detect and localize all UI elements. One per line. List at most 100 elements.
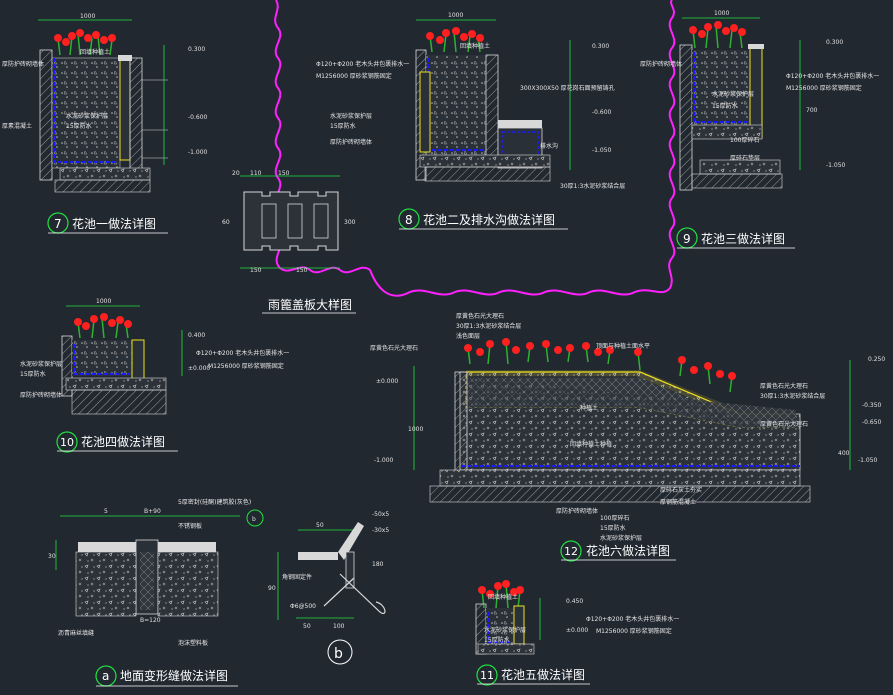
d9-number: 9 bbox=[683, 232, 691, 246]
d7-elev-top: 0.300 bbox=[188, 46, 205, 53]
db-dim-90: 90 bbox=[268, 585, 276, 592]
d12-elev-right-bot: -1.050 bbox=[858, 457, 878, 464]
d10-note-coat: 水泥砂浆保护层 bbox=[20, 360, 62, 368]
d10-elev-zero: ±0.000 bbox=[188, 365, 210, 372]
d12-note-plant: 顶面与种植土面水平 bbox=[596, 342, 650, 350]
da-note-filler: 沥青麻丝填缝 bbox=[58, 629, 94, 637]
d9-note-brick: 厚防护砖砌墙体 bbox=[640, 60, 682, 68]
d12-note-brick: 厚防护砖砌墙体 bbox=[556, 507, 598, 515]
d7-note-soil: 回填种植土 bbox=[80, 48, 110, 56]
d12-title: 花池六做法详图 bbox=[586, 543, 670, 558]
d7-number: 7 bbox=[54, 217, 62, 231]
db-dim-50x5: -50x5 bbox=[372, 511, 389, 518]
grate-dim-150-bottom2: 150 bbox=[296, 267, 308, 274]
d11-plants bbox=[478, 580, 524, 609]
d12-note-mortar-right: 30厚1:3水泥砂浆结合层 bbox=[760, 392, 825, 400]
d12-note-shallow: 浅色面层 bbox=[456, 332, 480, 340]
grate-dim-110: 110 bbox=[250, 170, 262, 177]
d8-note-grate: 300X300X50 厚花岗石面预留铸孔 bbox=[520, 84, 615, 92]
d9-dim-700: 700 bbox=[806, 107, 818, 114]
d12-number: 12 bbox=[564, 545, 578, 558]
d12-elev-zero: ±0.000 bbox=[376, 378, 398, 385]
d9-title: 花池三做法详图 bbox=[701, 231, 785, 246]
d11-note-layer: 15厚防水 bbox=[484, 636, 510, 644]
d12-note-prot: 厚钢筋混凝土 bbox=[660, 498, 696, 506]
d11-note-soil: 回填种植土 bbox=[488, 593, 518, 601]
db-dim-180: 180 bbox=[372, 561, 384, 568]
d10-plants bbox=[74, 313, 132, 339]
detail-12: 厚黄色石光大理石 ±0.000 1000 -1.000 0.250 -0.350… bbox=[370, 312, 885, 562]
db-dim-30x5: -30x5 bbox=[372, 527, 389, 534]
d9-note-chamfer: M1256000 厚砂浆钢筋固定 bbox=[786, 84, 862, 92]
d12-note-mortar: 30厚1:3水泥砂浆结合层 bbox=[456, 322, 521, 330]
da-number: a bbox=[102, 669, 109, 683]
d9-note-sand: 100厚碎石 bbox=[730, 136, 759, 144]
d12-note-stone-right2: 厚黄色石光大理石 bbox=[760, 420, 808, 428]
d12-note-layer: 15厚防水 bbox=[600, 524, 626, 532]
d10-note-layer: 15厚防水 bbox=[20, 370, 46, 378]
d8-elev-top: 0.300 bbox=[592, 43, 609, 50]
d10-number: 10 bbox=[60, 436, 74, 449]
db-note-anchor: Φ6@500 bbox=[290, 603, 316, 610]
d12-elev-right-mid2: -0.650 bbox=[862, 419, 882, 426]
da-dim-30: 30 bbox=[48, 553, 56, 560]
detail-8: 1000 0.300 -0.600 -1.050 Φ120+Φ200 老木头井包… bbox=[316, 12, 625, 230]
d11-note-coat: 水泥砂浆保护层 bbox=[484, 626, 526, 634]
d10-elev-top: 0.400 bbox=[188, 332, 205, 339]
detail-b: 50 -50x5 -30x5 90 50 100 180 角钢固定件 Φ6@50… bbox=[268, 511, 389, 665]
d12-note-sand: 100厚碎石 bbox=[600, 514, 629, 522]
da-dim-b120: B=120 bbox=[140, 617, 161, 624]
d11-elev-top: 0.450 bbox=[566, 598, 583, 605]
d11-elev-zero: ±0.000 bbox=[566, 627, 588, 634]
d7-elev-mid: -0.600 bbox=[188, 114, 208, 121]
da-note-sealant: 5厚密封(硅酮)建筑胶(灰色) bbox=[178, 498, 251, 506]
grate-dim-300: 300 bbox=[344, 219, 356, 226]
d8-note-brick: 厚防护砖砌墙体 bbox=[330, 138, 372, 146]
d12-elev-right-mid: -0.350 bbox=[862, 402, 882, 409]
d9-note-gravel: 厚碎石垫层 bbox=[730, 154, 760, 162]
d8-note-mortar: 30厚1:3水泥砂浆结合层 bbox=[560, 182, 625, 190]
d7-plants bbox=[54, 29, 116, 56]
d8-title: 花池二及排水沟做法详图 bbox=[423, 212, 555, 227]
db-number: b bbox=[334, 646, 343, 662]
db-dim-50-bot: 50 bbox=[303, 623, 311, 630]
d12-plants bbox=[464, 338, 736, 393]
detail-7: 1000 0.300 -0.600 -1.000 厚防护砖砌墙体 厚素混凝土 回… bbox=[2, 13, 208, 234]
grate-dim-150: 150 bbox=[278, 170, 290, 177]
d8-elev-mid: -0.600 bbox=[592, 109, 612, 116]
db-dim-50: 50 bbox=[316, 522, 324, 529]
d7-note-layer: 15厚防水 bbox=[66, 122, 92, 130]
d9-note-layer: 15厚防水 bbox=[712, 102, 738, 110]
d8-plants bbox=[426, 27, 484, 53]
grate-dim-60: 60 bbox=[222, 219, 230, 226]
grate-detail: 20 110 150 150 150 60 300 雨篦盖板大样图 bbox=[222, 170, 356, 314]
d10-width-dim: 1000 bbox=[96, 298, 111, 305]
d11-note-pipe: Φ120+Φ200 老木头井包裹排水一 bbox=[586, 615, 679, 623]
d11-note-chamfer: M1256000 厚砂浆钢筋固定 bbox=[596, 627, 672, 635]
d8-note-soil: 回填种植土 bbox=[460, 42, 490, 50]
detail-10: 1000 0.400 ±0.000 Φ120+Φ200 老木头井包裹排水一 M1… bbox=[20, 298, 289, 453]
d8-elev-bot: -1.050 bbox=[592, 147, 612, 154]
d8-note-drain: 排水沟 bbox=[540, 142, 558, 150]
d8-note-chamfer: M1256000 厚砂浆钢筋固定 bbox=[316, 72, 392, 80]
da-title: 地面变形缝做法详图 bbox=[120, 668, 228, 683]
grate-dim-20: 20 bbox=[232, 170, 240, 177]
d9-elev-top: 0.300 bbox=[826, 39, 843, 46]
da-dim-b490: B+90 bbox=[144, 508, 161, 515]
db-note-angle: 角钢固定件 bbox=[282, 573, 312, 581]
detail-9: 1000 0.300 -1.050 Φ120+Φ200 老木头井包裹排水一 M1… bbox=[640, 10, 879, 249]
d7-width-dim: 1000 bbox=[80, 13, 95, 20]
d12-note-stone-left: 厚黄色石光大理石 bbox=[370, 344, 418, 352]
d7-note-concrete: 厚素混凝土 bbox=[2, 122, 32, 130]
d7-elev-bot: -1.000 bbox=[188, 149, 208, 156]
d8-note-layer: 15厚防水 bbox=[330, 122, 356, 130]
d9-width-dim: 1000 bbox=[714, 10, 729, 17]
d12-note-stone-right: 厚黄色石光大理石 bbox=[760, 382, 808, 390]
d9-plants bbox=[689, 21, 746, 49]
d11-number: 11 bbox=[480, 669, 494, 682]
d12-dim-400: 400 bbox=[838, 450, 850, 457]
d10-note-chamfer: M1256000 厚砂浆钢筋固定 bbox=[208, 362, 284, 370]
d11-title: 花池五做法详图 bbox=[501, 667, 585, 682]
revision-cloud bbox=[274, 0, 676, 297]
